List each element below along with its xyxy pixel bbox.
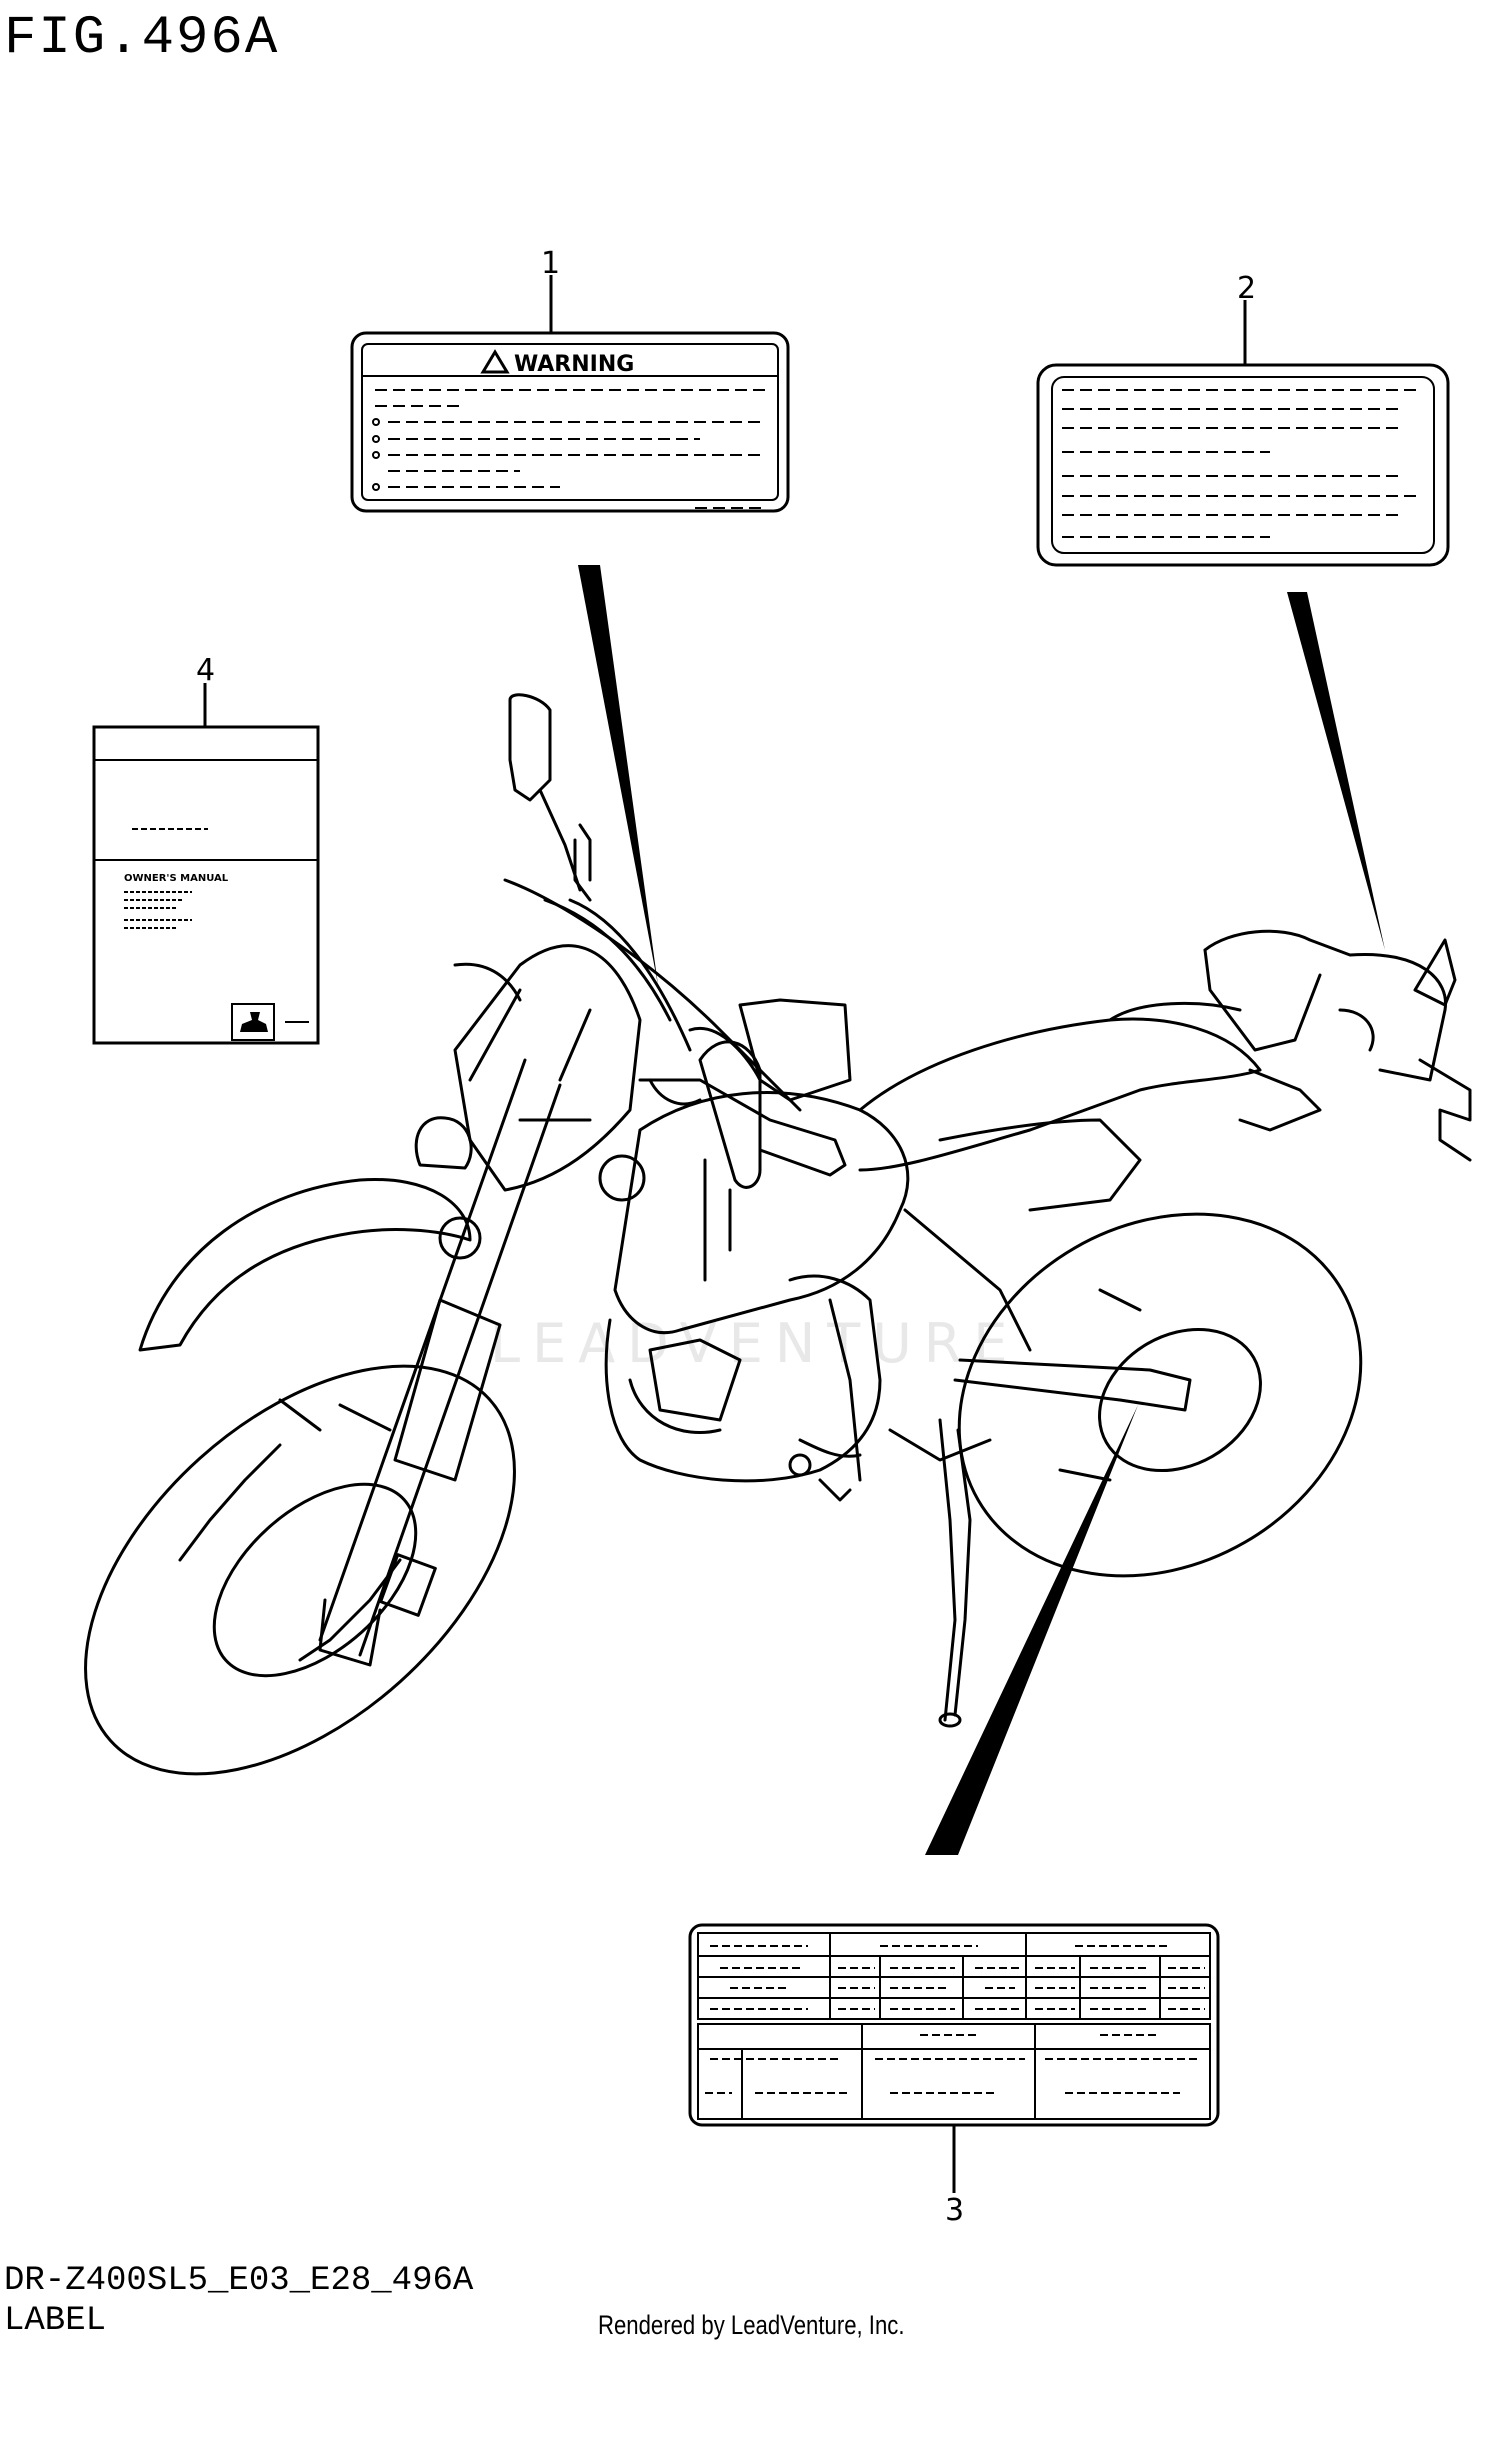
owners-manual-heading: OWNER'S MANUAL — [124, 873, 229, 884]
pointer-wedges — [578, 565, 1385, 1855]
figure-title: FIG.496A — [4, 8, 280, 69]
warning-heading: WARNING — [514, 352, 634, 377]
label-3-tire-info[interactable] — [688, 1923, 1220, 2193]
label-4-owners-manual[interactable]: OWNER'S MANUAL — [92, 683, 320, 1045]
reading-book-icon — [240, 1012, 268, 1032]
label-2-info[interactable] — [1036, 300, 1450, 567]
section-name: LABEL — [4, 2302, 107, 2340]
model-code: DR-Z400SL5_E03_E28_496A — [4, 2262, 474, 2300]
label-1-warning[interactable]: WARNING — [350, 275, 790, 513]
motorcycle-illustration — [84, 693, 1472, 1776]
callout-3: 3 — [945, 2193, 964, 2228]
callout-1: 1 — [541, 246, 560, 281]
callout-2: 2 — [1237, 271, 1256, 306]
warning-triangle-icon — [480, 349, 510, 374]
callout-4: 4 — [196, 653, 215, 688]
watermark: LEADVENTURE — [490, 1312, 1020, 1375]
render-credit: Rendered by LeadVenture, Inc. — [598, 2310, 905, 2340]
